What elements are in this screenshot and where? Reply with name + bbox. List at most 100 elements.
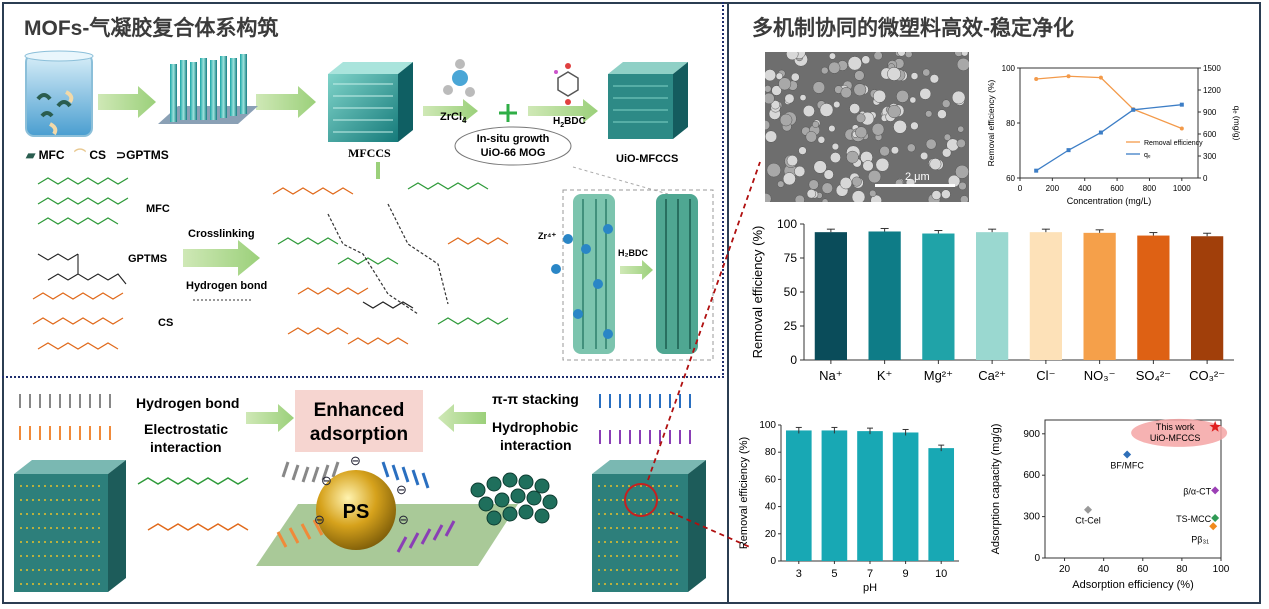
sem-sphere <box>765 130 778 143</box>
y-tick-label: 0 <box>790 353 797 367</box>
legend-mfc: ▰ MFC <box>25 148 65 162</box>
sem-sphere <box>794 194 805 202</box>
freeze-cast-pillars-icon <box>158 54 258 124</box>
point-label: BF/MFC <box>1110 461 1144 471</box>
series-line <box>1036 75 1183 130</box>
x-tick-label: CO₃²⁻ <box>1189 368 1225 383</box>
cs-chain-icon <box>32 292 124 350</box>
crosslinked-network-icon <box>272 182 509 345</box>
process-arrow <box>98 86 598 123</box>
x-tick-label: 9 <box>903 568 909 580</box>
y-axis-label: Removal efficiency (%) <box>738 437 750 549</box>
sem-sphere <box>821 182 833 194</box>
x-tick-label: 40 <box>1098 564 1110 575</box>
sem-sphere <box>851 176 862 187</box>
y-axis-label: Adsorption capacity (mg/g) <box>990 424 1002 555</box>
y-tick-label: 60 <box>1006 174 1015 183</box>
sem-sphere <box>794 165 806 177</box>
bar <box>922 233 955 360</box>
beaker-icon <box>24 50 94 137</box>
sem-sphere <box>805 131 817 143</box>
sem-sphere <box>871 123 885 136</box>
sem-sphere <box>887 67 901 81</box>
pi-stacking-legend-icon <box>599 394 691 408</box>
data-point <box>1131 107 1136 112</box>
zrcl4-molecule-icon <box>443 59 475 97</box>
sem-sphere <box>799 94 807 101</box>
x-tick-label: Na⁺ <box>819 368 842 383</box>
x-tick-label: Ca²⁺ <box>978 368 1006 383</box>
uio-mfccs-aerogel-icon <box>608 62 688 139</box>
sem-sphere <box>893 119 907 134</box>
data-point <box>1034 168 1039 173</box>
series-line <box>1035 104 1182 172</box>
y-tick-label: 80 <box>1006 119 1015 128</box>
sem-sphere <box>943 133 951 141</box>
plot-frame <box>1019 67 1199 179</box>
bar <box>928 448 955 561</box>
gptms-chain-icon <box>37 253 127 285</box>
data-point <box>1179 102 1184 107</box>
sem-sphere <box>812 81 826 94</box>
x-tick-label: 60 <box>1137 564 1149 575</box>
x-tick-label: NO₃⁻ <box>1084 368 1116 383</box>
data-point <box>1084 505 1093 514</box>
hydrogen-bond-legend-icon <box>19 394 111 408</box>
sem-sphere <box>770 100 781 110</box>
mfc-chain-label: MFC <box>146 203 170 215</box>
legend-entry: qₑ <box>1144 152 1151 159</box>
bar <box>785 430 812 561</box>
sem-sphere <box>819 103 834 117</box>
sem-sphere <box>906 143 916 153</box>
sem-sphere <box>951 90 966 105</box>
y-tick-label: 300 <box>1023 512 1040 523</box>
y2-tick-label: 1200 <box>1203 86 1221 95</box>
sem-sphere <box>802 105 815 118</box>
legend-entry: Removal efficiency <box>1144 140 1203 147</box>
ps-particle-icon <box>316 470 396 550</box>
y2-axis-label: qₑ (mg/g) <box>1232 106 1242 141</box>
pi-stacking-label: π-π stacking <box>492 391 579 407</box>
gptms-chain-label: GPTMS <box>128 253 167 265</box>
sem-scale-bar <box>875 184 955 187</box>
sem-sphere <box>779 113 793 127</box>
svg-text:⊖: ⊖ <box>350 453 361 468</box>
sem-sphere <box>896 89 909 103</box>
data-point <box>1211 513 1220 522</box>
bar <box>821 430 848 561</box>
y2-tick-label: 300 <box>1203 152 1217 161</box>
enhanced-line1: Enhanced <box>314 400 405 421</box>
y-tick-label: 75 <box>784 251 798 265</box>
x-tick-label: 600 <box>1110 184 1124 193</box>
sem-sphere <box>955 164 969 179</box>
h2bdc-top-label: H2BDC <box>553 116 586 129</box>
bar <box>868 231 901 360</box>
point-label: Pβ₃₁ <box>1191 534 1209 544</box>
cs-chain-icon <box>147 523 249 531</box>
sem-sphere <box>828 52 836 60</box>
data-point <box>1179 126 1184 131</box>
x-tick-label: 3 <box>796 568 802 580</box>
data-point-star <box>1209 420 1221 432</box>
x-axis-label: Adsorption efficiency (%) <box>1072 579 1193 591</box>
sem-sphere <box>862 160 874 172</box>
svg-text:⊖: ⊖ <box>396 482 407 497</box>
sem-sphere <box>929 158 942 171</box>
sem-sphere <box>910 72 919 80</box>
x-tick-label: 20 <box>1059 564 1071 575</box>
sem-microspheres <box>765 52 969 202</box>
x-tick-label: 5 <box>831 568 837 580</box>
x-tick-label: K⁺ <box>877 368 893 383</box>
zrcl4-label: ZrCl4 <box>440 111 467 125</box>
data-point <box>1066 148 1071 153</box>
y-tick-label: 600 <box>1023 470 1040 481</box>
mfc-chain-icon <box>37 177 129 225</box>
x-tick-label: 0 <box>1018 184 1023 193</box>
plus-icon <box>499 104 517 122</box>
x-tick-label: SO₄²⁻ <box>1136 368 1171 383</box>
point-label: β/α-CT <box>1183 486 1211 496</box>
sem-sphere <box>817 136 826 144</box>
sem-sphere <box>887 104 901 119</box>
sem-sphere <box>873 52 883 61</box>
svg-text:⊖: ⊖ <box>314 512 325 527</box>
